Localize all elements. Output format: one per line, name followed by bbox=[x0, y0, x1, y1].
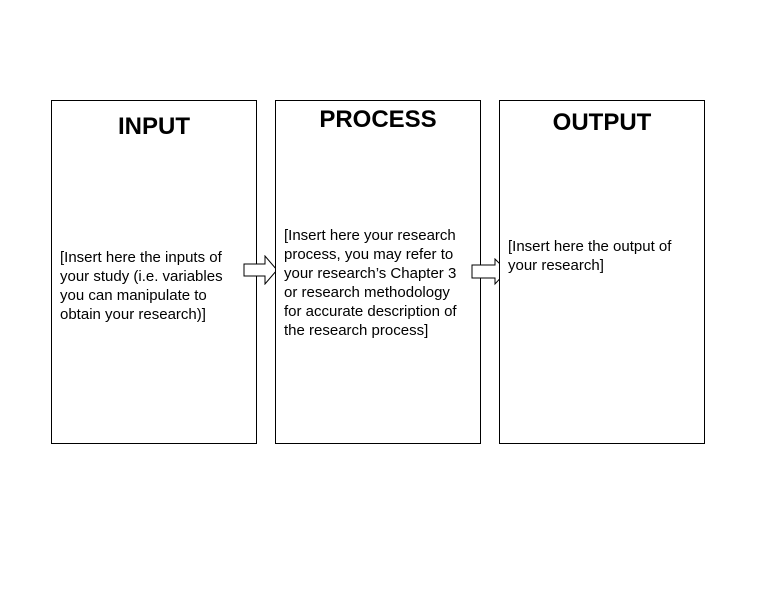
output-description: [Insert here the output of your research… bbox=[508, 238, 672, 274]
process-description: [Insert here your research process, you … bbox=[284, 227, 457, 339]
input-box: INPUT [Insert here the inputs of your st… bbox=[51, 100, 257, 444]
process-title: PROCESS bbox=[319, 106, 437, 133]
output-box: OUTPUT [Insert here the output of your r… bbox=[499, 100, 705, 444]
output-title: OUTPUT bbox=[552, 109, 652, 136]
input-description: [Insert here the inputs of your study (i… bbox=[60, 249, 223, 323]
process-box: PROCESS [Insert here your research proce… bbox=[275, 100, 481, 444]
arrow-right-icon bbox=[243, 255, 278, 285]
input-title: INPUT bbox=[118, 113, 190, 140]
